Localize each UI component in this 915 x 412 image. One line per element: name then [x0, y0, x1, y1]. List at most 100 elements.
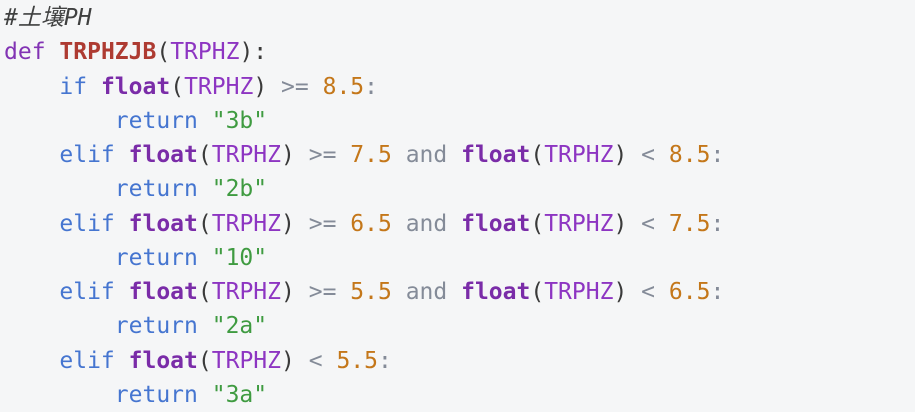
code-token-plain: [4, 74, 59, 100]
code-line: #土壤PH: [4, 1, 915, 35]
code-token-punct: ): [613, 142, 628, 168]
code-token-number: 6.5: [668, 279, 711, 305]
code-token-plain: [295, 142, 309, 168]
code-token-plain: [4, 313, 115, 339]
code-token-plain: [392, 279, 406, 305]
code-token-punct: ): [281, 210, 295, 237]
code-token-operator: >=: [308, 279, 337, 305]
code-line: if float(TRPHZ) >= 8.5:: [4, 70, 915, 104]
code-token-plain: [627, 142, 641, 168]
code-line: return "3b": [4, 104, 915, 138]
code-line: return "3a": [4, 378, 915, 412]
code-token-variable: TRPHZ: [544, 210, 614, 237]
code-token-plain: [115, 348, 129, 374]
code-token-variable: TRPHZ: [211, 210, 281, 237]
code-token-builtin: float: [461, 142, 531, 168]
code-token-plain: [447, 211, 461, 237]
code-token-plain: [4, 245, 115, 271]
code-token-variable: TRPHZ: [170, 39, 240, 66]
code-token-plain: [295, 279, 309, 305]
code-token-operator: and: [405, 142, 448, 168]
code-token-operator: <: [308, 347, 323, 374]
code-token-operator: <: [641, 210, 656, 237]
code-token-plain: [627, 211, 641, 237]
code-token-plain: [115, 211, 129, 237]
code-token-variable: TRPHZ: [544, 142, 614, 168]
code-token-flow: elif: [59, 210, 115, 237]
code-token-operator: <: [641, 142, 656, 168]
code-token-plain: [655, 211, 669, 237]
code-token-plain: [198, 382, 212, 408]
code-token-variable: TRPHZ: [211, 279, 281, 305]
code-token-operator: and: [405, 210, 448, 237]
code-token-builtin: float: [128, 142, 198, 168]
code-token-punct: ):: [239, 39, 268, 66]
code-token-plain: [447, 142, 461, 168]
code-token-plain: [627, 279, 641, 305]
code-token-operator: <: [641, 279, 656, 305]
code-token-plain: [4, 142, 59, 168]
code-token-builtin: float: [461, 279, 531, 305]
code-token-plain: [655, 279, 669, 305]
code-token-builtin: float: [128, 210, 198, 237]
code-token-comment: #土壤PH: [4, 5, 92, 31]
code-token-plain: [295, 348, 309, 374]
code-token-flow: return: [114, 107, 198, 134]
code-token-plain: [4, 211, 59, 237]
code-token-builtin: float: [128, 279, 198, 305]
code-token-plain: [392, 211, 406, 237]
code-token-flow: elif: [59, 142, 115, 168]
code-token-operator: >=: [308, 210, 337, 237]
code-token-flow: return: [114, 313, 198, 340]
code-token-operator: :: [710, 142, 725, 168]
code-token-number: 5.5: [336, 347, 378, 374]
code-token-string: "2a": [211, 313, 268, 340]
code-token-variable: TRPHZ: [544, 279, 614, 305]
code-token-variable: TRPHZ: [211, 347, 281, 374]
code-token-plain: [309, 74, 323, 100]
code-token-operator: :: [710, 210, 725, 237]
code-token-plain: [267, 74, 281, 100]
code-token-plain: [295, 211, 309, 237]
code-token-function: TRPHZJB: [59, 39, 157, 66]
code-line: return "2b": [4, 172, 915, 206]
code-token-plain: [655, 142, 669, 168]
code-token-punct: ): [253, 73, 268, 100]
code-line: return "2a": [4, 309, 915, 343]
code-token-operator: >=: [281, 73, 309, 100]
code-token-string: "3b": [211, 107, 268, 134]
code-token-plain: [4, 176, 115, 202]
code-line: return "10": [4, 241, 915, 275]
code-token-variable: TRPHZ: [211, 142, 281, 168]
code-line: elif float(TRPHZ) < 5.5:: [4, 344, 915, 378]
code-token-builtin: float: [100, 73, 171, 100]
code-token-plain: [336, 211, 350, 237]
code-token-plain: [323, 348, 337, 374]
code-token-flow: return: [114, 244, 198, 271]
code-token-flow: elif: [59, 347, 115, 374]
code-token-punct: (: [197, 279, 212, 305]
code-token-punct: ): [281, 347, 295, 374]
code-token-plain: [198, 108, 212, 134]
code-token-punct: (: [197, 210, 212, 237]
code-token-plain: [198, 245, 212, 271]
code-token-plain: [447, 279, 461, 305]
code-token-flow: return: [114, 381, 198, 408]
code-token-punct: (: [170, 73, 185, 100]
code-token-plain: [198, 313, 212, 339]
code-token-string: "10": [211, 244, 268, 271]
code-token-punct: ): [281, 279, 295, 305]
code-token-punct: (: [530, 210, 545, 237]
code-token-number: 5.5: [350, 279, 392, 305]
code-token-number: 6.5: [350, 210, 392, 237]
code-token-operator: :: [710, 279, 725, 305]
code-token-punct: ): [613, 279, 628, 305]
code-token-punct: (: [156, 39, 171, 66]
code-token-number: 7.5: [668, 210, 711, 237]
code-token-plain: [115, 279, 129, 305]
code-token-operator: and: [405, 279, 448, 305]
code-token-plain: [336, 279, 350, 305]
code-token-punct: (: [197, 142, 212, 168]
code-token-flow: return: [114, 176, 198, 203]
code-token-string: "2b": [211, 176, 268, 203]
